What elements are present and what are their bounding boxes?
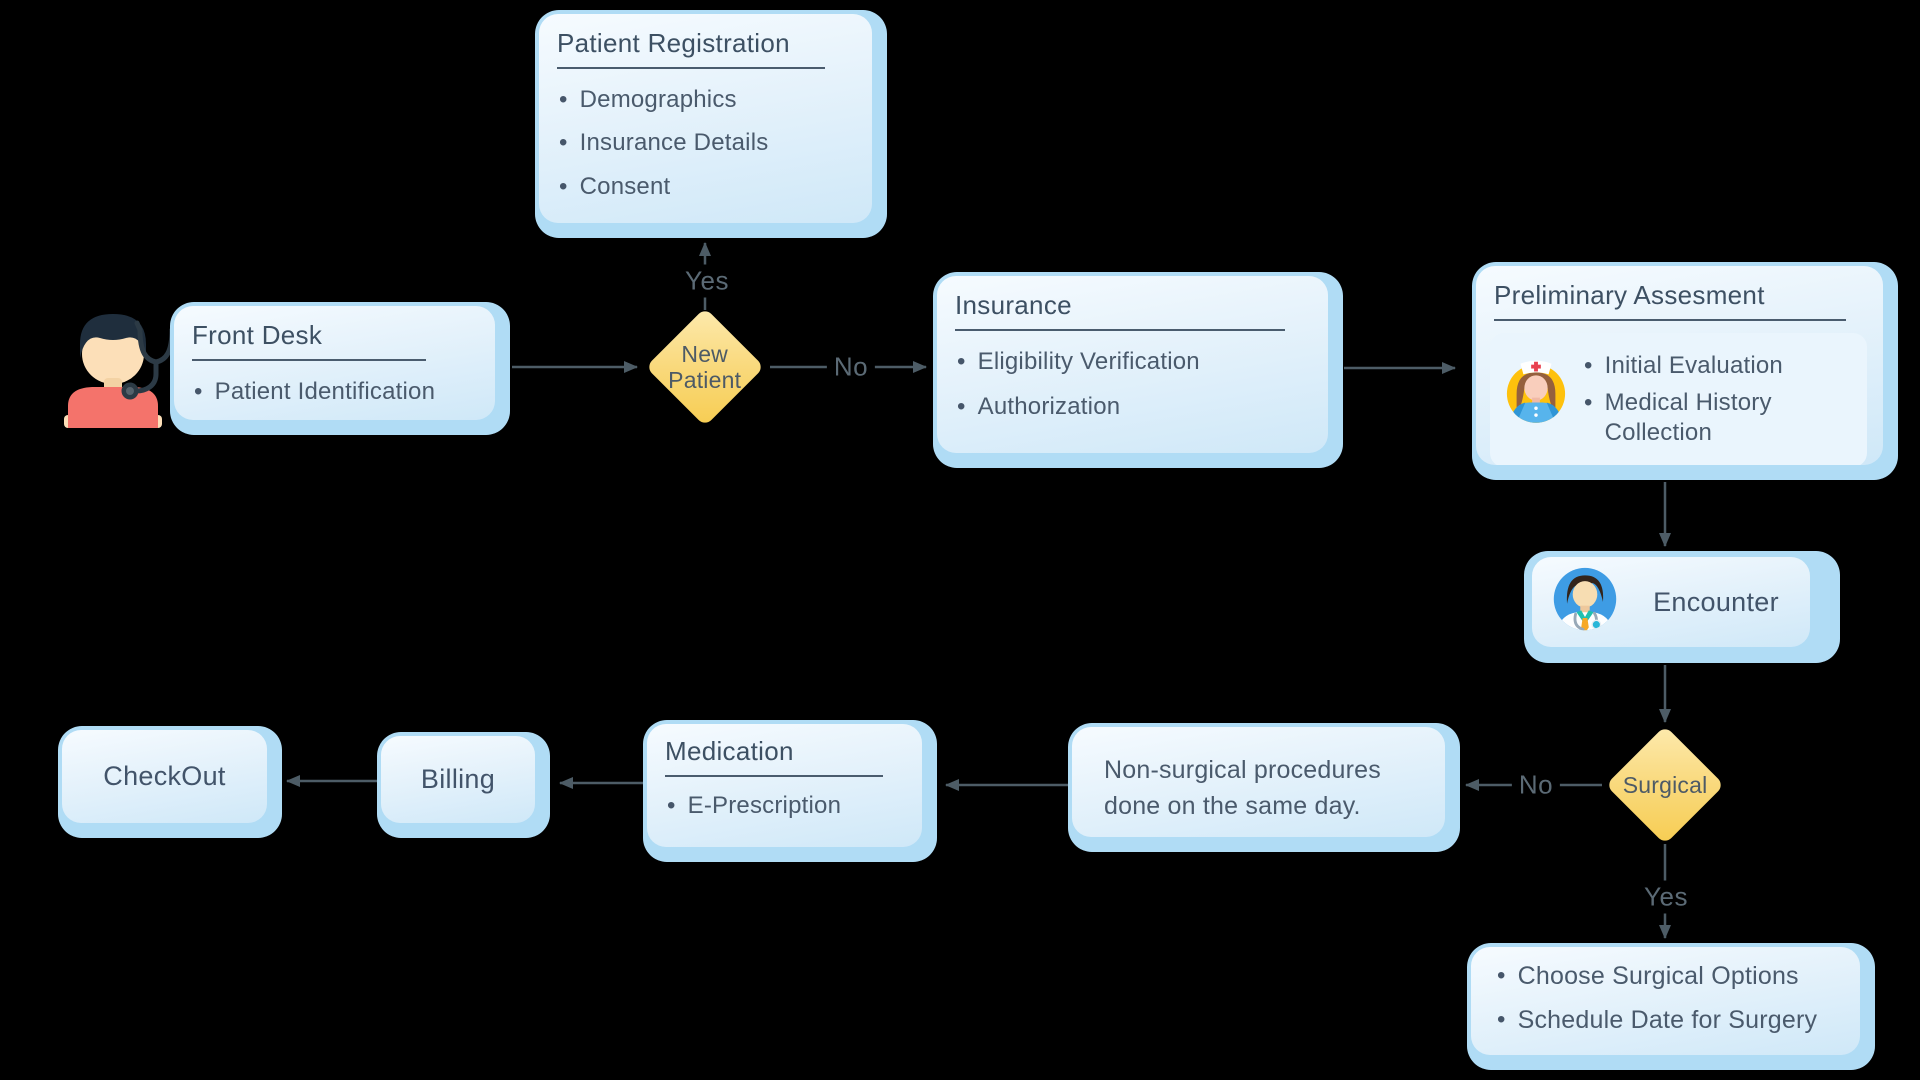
node-insurance-panel: Insurance • Eligibility Verification • A…	[937, 276, 1328, 453]
node-encounter[interactable]: Encounter	[1524, 551, 1840, 663]
bullet-item: Eligibility Verification	[977, 348, 1200, 376]
node-title: Preliminary Assesment	[1494, 280, 1765, 310]
node-title: Front Desk	[192, 320, 323, 350]
bullet-dot: •	[957, 348, 966, 376]
title-underline	[665, 775, 883, 778]
bullet-item: Insurance Details	[579, 129, 769, 157]
nurse-icon	[1504, 347, 1568, 430]
node-encounter-panel: Encounter	[1532, 557, 1810, 647]
node-non-surgical-note[interactable]: Non-surgical procedures done on the same…	[1068, 723, 1460, 852]
edge-label-new-patient-no: No	[826, 350, 876, 384]
title-underline	[557, 67, 825, 70]
node-patient-registration-panel: Patient Registration • Demographics • In…	[539, 14, 872, 223]
node-insurance[interactable]: Insurance • Eligibility Verification • A…	[933, 272, 1343, 468]
bullet-dot: •	[1584, 352, 1593, 380]
bullet-dot: •	[194, 378, 203, 406]
edge-label-surgical-no: No	[1511, 768, 1561, 802]
node-title: Insurance	[955, 290, 1072, 320]
node-title: Patient Registration	[557, 28, 790, 58]
title-underline	[192, 359, 426, 362]
node-billing[interactable]: Billing	[377, 732, 550, 838]
bullet-item: Medical History Collection	[1604, 389, 1772, 446]
node-title: Medication	[665, 736, 794, 766]
node-front-desk-panel: Front Desk • Patient Identification	[174, 306, 495, 420]
node-label: CheckOut	[103, 761, 226, 791]
note-text: Non-surgical procedures done on the same…	[1104, 756, 1381, 820]
bullet-item: E-Prescription	[687, 792, 842, 820]
node-non-surgical-panel: Non-surgical procedures done on the same…	[1072, 727, 1445, 837]
edge-label-surgical-yes: Yes	[1637, 880, 1695, 914]
decision-label: Surgical	[1622, 771, 1708, 798]
node-medication[interactable]: Medication • E-Prescription	[643, 720, 937, 862]
bullet-dot: •	[1497, 1005, 1506, 1033]
node-label: Encounter	[1653, 586, 1779, 617]
title-underline	[1494, 319, 1846, 322]
bullet-dot: •	[559, 86, 568, 114]
node-label: Billing	[420, 764, 496, 794]
bullet-dot: •	[957, 393, 966, 421]
bullet-item: Initial Evaluation	[1604, 352, 1783, 380]
decision-new-patient[interactable]: New Patient	[645, 307, 765, 427]
node-front-desk[interactable]: Front Desk • Patient Identification	[170, 302, 510, 435]
node-medication-panel: Medication • E-Prescription	[647, 724, 922, 847]
title-underline	[955, 329, 1285, 332]
bullet-item: Patient Identification	[214, 378, 436, 406]
bullet-item: Demographics	[579, 86, 737, 114]
bullet-item: Choose Surgical Options	[1517, 962, 1799, 990]
assessment-detail-panel: • Initial Evaluation • Medical History C…	[1490, 333, 1867, 465]
receptionist-icon	[58, 296, 178, 428]
node-checkout[interactable]: CheckOut	[58, 726, 282, 838]
bullet-dot: •	[667, 792, 676, 820]
node-checkout-panel: CheckOut	[62, 730, 267, 823]
bullet-dot: •	[1584, 389, 1593, 417]
bullet-dot: •	[559, 129, 568, 157]
node-patient-registration[interactable]: Patient Registration • Demographics • In…	[535, 10, 887, 238]
bullet-item: Consent	[579, 172, 671, 200]
decision-surgical[interactable]: Surgical	[1605, 725, 1725, 845]
node-preliminary-assessment-panel: Preliminary Assesment	[1476, 266, 1883, 465]
bullet-item: Authorization	[977, 393, 1121, 421]
doctor-icon	[1550, 564, 1620, 641]
bullet-dot: •	[1497, 962, 1506, 989]
node-surgical-options-panel: • Choose Surgical Options • Schedule Dat…	[1471, 947, 1860, 1055]
decision-label: New Patient	[668, 340, 742, 393]
bullet-dot: •	[559, 172, 568, 200]
bullet-item: Schedule Date for Surgery	[1517, 1005, 1818, 1034]
node-preliminary-assessment[interactable]: Preliminary Assesment	[1472, 262, 1898, 480]
edge-label-new-patient-yes: Yes	[678, 264, 736, 298]
node-billing-panel: Billing	[381, 736, 535, 823]
node-surgical-options[interactable]: • Choose Surgical Options • Schedule Dat…	[1467, 943, 1875, 1070]
